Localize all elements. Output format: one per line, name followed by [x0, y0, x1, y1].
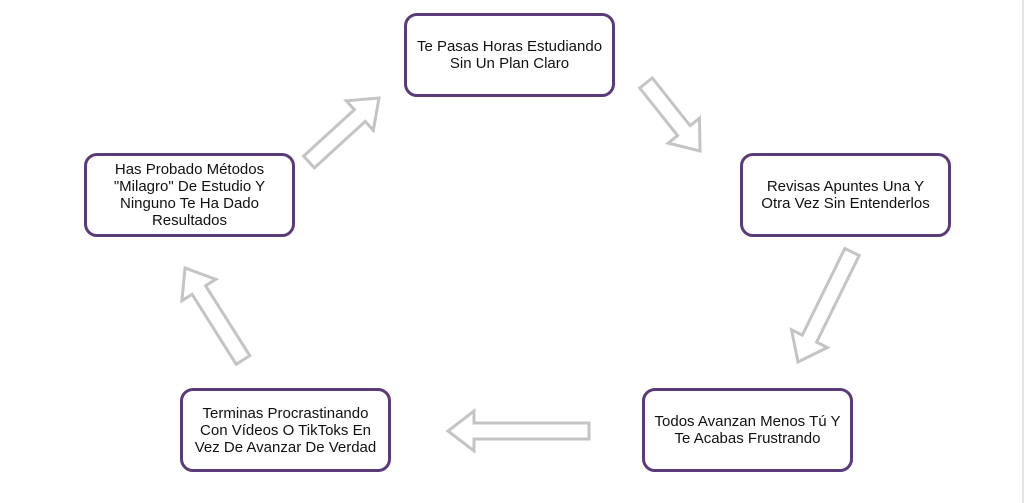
cycle-node-2: Revisas Apuntes Una Y Otra Vez Sin Enten… [740, 153, 951, 237]
cycle-node-5-label: Has Probado Métodos "Milagro" De Estudio… [113, 161, 266, 229]
arrow-n5-to-n1 [301, 96, 381, 171]
arrow-n1-to-n2 [637, 75, 702, 153]
cycle-node-4-label: Terminas Procrastinando Con Vídeos O Tik… [194, 404, 377, 456]
arrow-n4-to-n5 [180, 265, 252, 367]
cycle-node-3-label: Todos Avanzan Menos Tú Y Te Acabas Frust… [654, 413, 841, 447]
cycle-node-5: Has Probado Métodos "Milagro" De Estudio… [84, 153, 295, 237]
right-edge-divider [1022, 0, 1024, 503]
arrow-n2-to-n3 [789, 246, 862, 365]
cycle-node-3: Todos Avanzan Menos Tú Y Te Acabas Frust… [642, 388, 853, 472]
cycle-node-2-label: Revisas Apuntes Una Y Otra Vez Sin Enten… [761, 178, 930, 212]
arrow-n3-to-n4 [445, 407, 591, 455]
cycle-node-1-label: Te Pasas Horas Estudiando Sin Un Plan Cl… [416, 38, 603, 72]
cycle-node-4: Terminas Procrastinando Con Vídeos O Tik… [180, 388, 391, 472]
cycle-node-1: Te Pasas Horas Estudiando Sin Un Plan Cl… [404, 13, 615, 97]
